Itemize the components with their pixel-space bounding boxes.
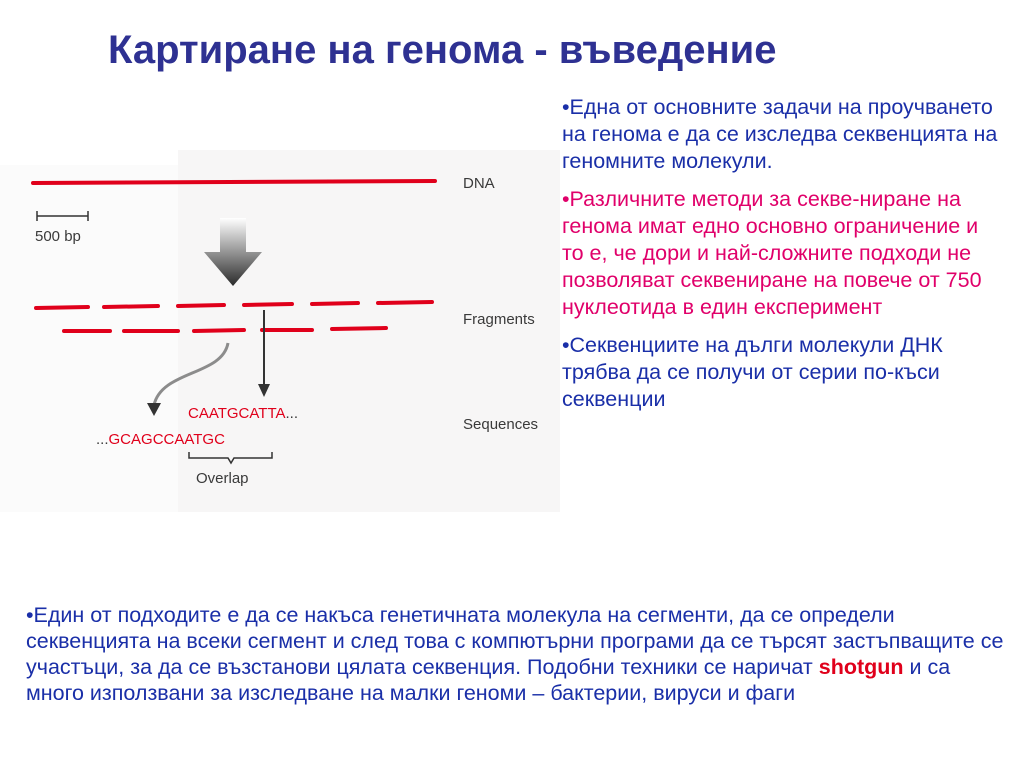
dna-label: DNA [463, 175, 495, 192]
bullet-3: •Секвенциите на дълги молекули ДНК трябв… [562, 333, 943, 411]
shotgun-highlight: shotgun [818, 655, 904, 679]
fragments-row-2 [62, 326, 388, 333]
figure-svg: DNA 500 bp [0, 150, 560, 512]
figure-left-shade [0, 165, 178, 512]
genome-mapping-figure: DNA 500 bp [0, 150, 560, 515]
sequences-label: Sequences [463, 416, 538, 433]
overlap-label: Overlap [196, 470, 249, 487]
bottom-paragraph: •Един от подходите е да се накъса генети… [26, 602, 1006, 706]
bullet-list: •Една от основните задачи на проучването… [562, 94, 1002, 424]
fragments-row-1 [34, 300, 434, 310]
curved-arrow-icon [147, 342, 230, 416]
bottom-text-after: и са много използвани за изследване на м… [26, 655, 951, 705]
sequence-bottom: ...GCAGCCAATGC [96, 431, 225, 448]
bottom-text-before: •Един от подходите е да се накъса генети… [26, 603, 1004, 679]
sequence-top: CAATGCATTA... [188, 405, 298, 422]
fragments-label: Fragments [463, 311, 535, 328]
straight-arrow-icon [258, 310, 270, 397]
bullet-1: •Една от основните задачи на проучването… [562, 95, 998, 173]
overlap-brace [188, 452, 273, 465]
down-arrow-icon [204, 218, 262, 286]
dna-line [31, 179, 437, 185]
bullet-2: •Различните методи за секве-ниране на ге… [562, 187, 982, 319]
scale-label: 500 bp [35, 228, 81, 245]
slide-title: Картиране на генома - въведение [108, 28, 777, 72]
